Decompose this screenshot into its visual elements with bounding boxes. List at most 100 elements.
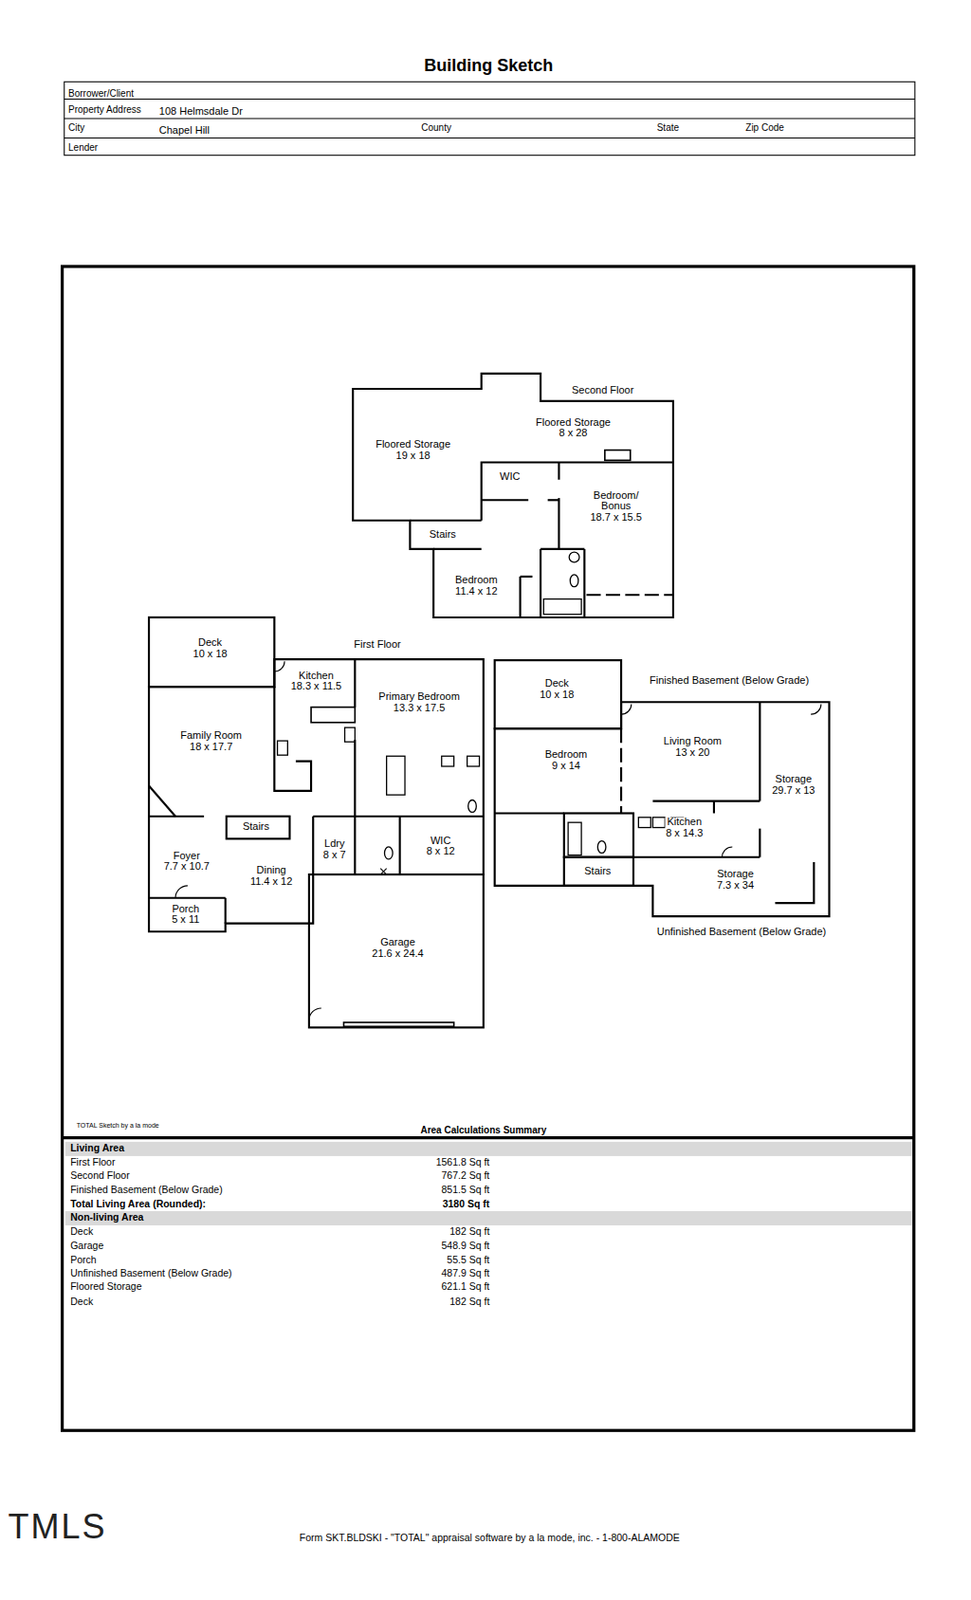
wall-line: [758, 828, 761, 858]
area-value: 487.9 Sq ft: [441, 1268, 491, 1281]
room-dimension: 8 x 28: [535, 428, 611, 440]
wall-line: [540, 548, 585, 550]
header-field: County: [421, 122, 452, 133]
room-label: Stairs: [241, 822, 271, 834]
area-value: 3180 Sq ft: [442, 1199, 491, 1211]
room-name: Dining: [250, 864, 293, 877]
wall-polyline: [274, 686, 312, 791]
room-name: Primary Bedroom: [378, 692, 460, 704]
room-label: Storage29.7 x 13: [770, 774, 816, 797]
room-dimension: 18 x 17.7: [180, 741, 242, 753]
wall-ellipse: [384, 846, 394, 860]
header-field: Borrower/Client: [68, 87, 134, 98]
room-label: Deck10 x 18: [192, 638, 229, 660]
wall-path: [380, 868, 386, 875]
wall-rect: [277, 740, 289, 755]
wall-circle: [568, 551, 580, 563]
wall-line: [586, 593, 673, 596]
room-name: Kitchen: [665, 817, 703, 829]
wall-line: [557, 461, 560, 479]
area-name: Total Living Area (Rounded):: [70, 1199, 206, 1211]
sketch-frame: [62, 266, 915, 1430]
wall-rect: [65, 1210, 913, 1226]
header-field: Property Address: [68, 104, 142, 115]
wall-line: [620, 728, 623, 813]
room-name: Storage: [771, 774, 815, 787]
wall-path: [274, 660, 285, 672]
room-dimension: 10 x 18: [193, 648, 228, 660]
wall-rect: [604, 450, 631, 461]
software-note: TOTAL Sketch by a la mode: [76, 1122, 160, 1131]
summary-heading: Living Area: [70, 1142, 125, 1155]
wall-rect: [64, 81, 916, 155]
wall-line: [148, 815, 204, 818]
room-dimension: 7.3 x 34: [716, 879, 754, 892]
wall-line: [518, 576, 521, 618]
sketch-title: Building Sketch: [423, 56, 553, 76]
wall-ellipse: [468, 800, 477, 813]
room-label: Floored Storage19 x 18: [374, 439, 452, 462]
room-label: Floored Storage8 x 28: [534, 417, 612, 440]
footer-note: Form SKT.BLDSKI - "TOTAL" appraisal soft…: [299, 1532, 680, 1544]
room-label: Bedroom9 x 14: [544, 750, 589, 772]
room-label: Stairs: [428, 529, 458, 541]
wall-polygon: [148, 659, 484, 932]
area-value: 548.9 Sq ft: [441, 1241, 491, 1253]
wall-line: [548, 498, 560, 501]
area-value: 1561.8 Sq ft: [436, 1156, 491, 1169]
wall-rect: [226, 816, 291, 840]
room-label: Foyer7.7 x 10.7: [163, 850, 211, 873]
wall-line: [64, 98, 916, 100]
watermark: TMLS: [8, 1507, 108, 1546]
area-name: Porch: [70, 1255, 96, 1267]
header-field: Lender: [68, 141, 98, 152]
room-dimension: 10 x 18: [539, 689, 574, 701]
area-value: 55.5 Sq ft: [446, 1255, 490, 1267]
wall-path: [309, 1007, 322, 1021]
wall-rect: [567, 822, 582, 855]
wall-line: [583, 549, 586, 618]
wall-line: [539, 549, 542, 618]
wall-rect: [652, 817, 665, 828]
floor-label: First Floor: [353, 638, 402, 650]
wall-line: [494, 811, 565, 814]
wall-rect: [386, 755, 405, 795]
wall-polyline: [774, 861, 814, 903]
area-name: Second Floor: [70, 1170, 129, 1182]
room-label: Primary Bedroom13.3 x 17.5: [377, 692, 461, 715]
room-label: Family Room18 x 17.7: [179, 730, 243, 752]
summary-title: Area Calculations Summary: [420, 1123, 547, 1135]
wall-path: [810, 703, 822, 715]
wall-line: [353, 739, 356, 817]
first-floor-walls: [148, 617, 484, 1027]
wall-rect: [564, 812, 634, 857]
wall-rect: [148, 617, 275, 687]
room-name: Bedroom/ Bonus: [586, 489, 647, 512]
wall-rect: [62, 266, 915, 1430]
area-name: Deck: [70, 1227, 93, 1239]
room-name: Stairs: [429, 529, 457, 541]
room-dimension: 11.4 x 12: [455, 586, 498, 598]
wall-ellipse: [597, 841, 606, 854]
second-floor-walls: [352, 373, 674, 618]
room-name: WIC: [499, 472, 520, 484]
room-name: Bedroom: [455, 575, 498, 587]
floor-label: Second Floor: [571, 384, 634, 396]
wall-line: [713, 801, 715, 814]
room-dimension: 11.4 x 12: [250, 876, 293, 888]
wall-rect: [543, 599, 582, 615]
area-name: Garage: [70, 1241, 104, 1253]
room-label: Living Room13 x 20: [662, 736, 723, 759]
wall-line: [62, 1135, 915, 1139]
wall-path: [621, 703, 632, 715]
wall-rect: [441, 755, 455, 767]
wall-ellipse: [569, 574, 579, 587]
wall-polyline: [148, 785, 176, 816]
room-dimension: 29.7 x 13: [771, 785, 815, 797]
wall-line: [353, 659, 356, 708]
room-label: Bedroom11.4 x 12: [454, 575, 499, 598]
wall-line: [64, 117, 916, 119]
wall-line: [481, 498, 529, 501]
